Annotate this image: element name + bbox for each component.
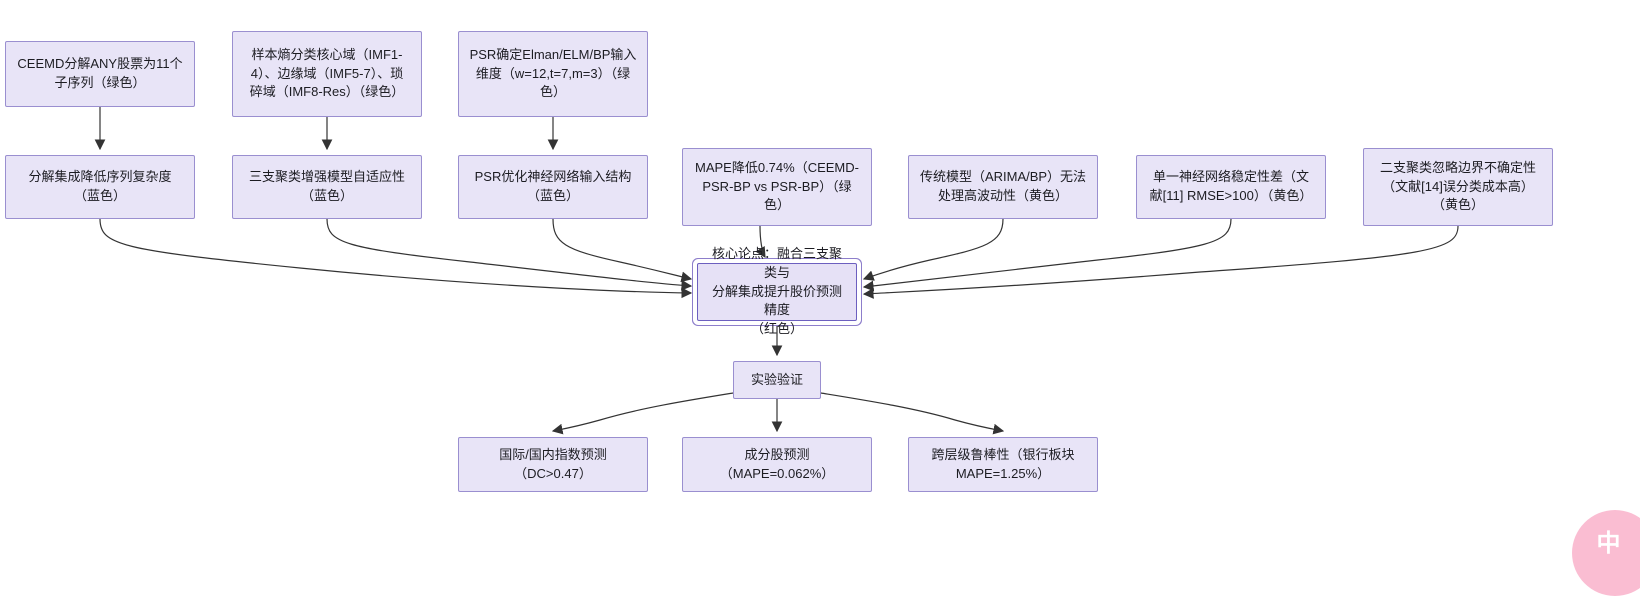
edge-n8-core [862,218,1004,281]
node-core[interactable]: 核心论点：融合三支聚类与 分解集成提升股价预测精度 （红色） [697,246,857,336]
node-n3[interactable]: PSR确定Elman/ELM/BP输入 维度（w=12,t=7,m=3）（绿 色… [458,31,648,117]
node-n2[interactable]: 样本熵分类核心域（IMF1- 4）、边缘域（IMF5-7）、琐 碎域（IMF8-… [232,31,422,117]
edge-n10-core [862,225,1459,299]
edge-exp-r3 [820,392,1005,435]
node-n6[interactable]: PSR优化神经网络输入结构 （蓝色） [458,155,648,219]
edge-n9-core [862,218,1232,292]
edge-n6-core [552,218,693,283]
node-exp[interactable]: 实验验证 [733,361,821,399]
node-r3[interactable]: 跨层级鲁棒性（银行板块 MAPE=1.25%） [908,437,1098,492]
node-n5[interactable]: 三支聚类增强模型自适应性 （蓝色） [232,155,422,219]
edge-exp-r1 [551,392,734,435]
node-n1[interactable]: CEEMD分解ANY股票为11个 子序列（绿色） [5,41,195,107]
edge-n5-core [326,218,693,291]
watermark-text: 中 [1596,529,1622,557]
node-r1[interactable]: 国际/国内指数预测 （DC>0.47） [458,437,648,492]
node-n10[interactable]: 二支聚类忽略边界不确定性 （文献[14]误分类成本高） （黄色） [1363,148,1553,226]
node-r2[interactable]: 成分股预测 （MAPE=0.062%） [682,437,872,492]
node-n9[interactable]: 单一神经网络稳定性差（文 献[11] RMSE>100）（黄色） [1136,155,1326,219]
flowchart-edges [94,107,1459,435]
node-n8[interactable]: 传统模型（ARIMA/BP）无法 处理高波动性（黄色） [908,155,1098,219]
node-n4[interactable]: 分解集成降低序列复杂度 （蓝色） [5,155,195,219]
edge-n4-core [99,218,693,299]
edge-n7-core [755,225,766,259]
node-n7[interactable]: MAPE降低0.74%（CEEMD- PSR-BP vs PSR-BP）（绿 色… [682,148,872,226]
